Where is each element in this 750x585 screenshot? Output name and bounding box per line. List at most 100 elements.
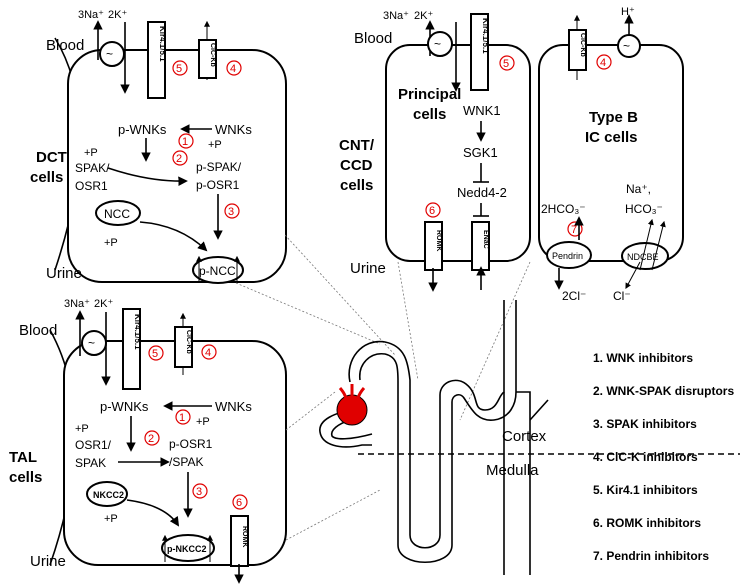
ic-num-4-circle [596,54,612,70]
tal-nkcc2-label: NKCC2 [93,490,124,500]
tal-num-4-circle [201,344,217,360]
dct-p3: +P [104,237,118,249]
tal-pump-symbol: ~ [88,336,95,350]
tal-cell [63,340,287,566]
tal-urine-label: Urine [30,553,66,570]
tal-num-4: 4 [205,347,211,359]
tal-num-1: 1 [179,412,185,424]
cnt-blood-label: Blood [354,30,392,47]
dct-num-4: 4 [230,63,236,75]
ic-hco3-1: 2HCO₃⁻ [541,202,586,216]
principal-label-1: Principal [398,86,461,103]
tal-pspak: /SPAK [169,455,203,469]
legend-item-4: 4. ClC-K inhibitors [593,450,698,464]
ic-ndcbe-arrow-2 [651,220,666,271]
ic-title-1: Type B [589,109,638,126]
connector-ic [459,261,531,421]
ic-num-7: 7 [571,224,577,236]
dct-nak-pump [99,41,125,67]
tal-k-label: 2K⁺ [94,298,113,310]
dct-ncc [95,200,141,226]
ic-cell [538,44,684,262]
collecting-duct-branch [529,399,549,421]
ic-pendrin [546,241,592,269]
cnt-urine-label: Urine [350,260,386,277]
connector-tal-2 [285,489,381,541]
cnt-kir-label: Kir4.1/5.1 [481,18,490,54]
connector-cnt [397,261,419,381]
cnt-label-1: CNT/ [339,137,375,154]
cnt-na-label: 3Na⁺ [383,10,409,22]
cnt-num-6-circle [425,202,441,218]
dct-k-label: 2K⁺ [108,9,127,21]
ic-num-4: 4 [600,57,606,69]
ic-title-2: IC cells [585,129,638,146]
dct-pwnks: p-WNKs [118,122,167,137]
dct-num-1: 1 [182,136,188,148]
cnt-num-5: 5 [503,58,509,70]
tal-spak: SPAK [75,456,106,470]
tal-p1: +P [196,416,210,428]
tubule-outer [348,300,505,549]
legend-item-2: 2. WNK-SPAK disruptors [593,384,734,398]
tal-nkcc2 [86,481,128,507]
tal-wnks: WNKs [215,399,252,414]
dct-spak-arrow [107,167,188,187]
cnt-k-label: 2K⁺ [414,10,433,22]
dct-num-5: 5 [176,63,182,75]
dct-num-1-circle [178,133,194,149]
tal-num-3-circle [192,483,208,499]
ic-clc-label: ClC-Kb [579,33,586,57]
principal-cell [385,44,531,262]
tal-panel: Blood Urine TAL cells 3Na⁺ 2K⁺ ~ Kir4.1/… [9,298,287,584]
dct-kir-channel [147,21,166,99]
nephron-diagram: Cortex Medulla [235,234,740,575]
dct-num-5-circle [172,60,188,76]
dct-panel: Blood Urine DCT cells 3Na⁺ 2K⁺ ~ Kir4.1/… [30,9,287,284]
ic-ndcbe [621,242,669,270]
ic-pump-symbol: ~ [623,39,630,53]
tal-p2: +P [75,423,89,435]
dct-clc-channel [198,39,217,79]
dct-clc-label: ClC-Kb [209,43,216,67]
ic-h-pump [617,34,641,58]
dct-na-label: 3Na⁺ [78,9,104,21]
proximal-loop-inner [330,419,373,440]
tal-cell-label-2: cells [9,469,42,486]
dct-pncc [192,256,244,284]
tal-blood-label: Blood [19,322,57,339]
tal-p3: +P [104,513,118,525]
tal-clc-channel [174,326,193,368]
ic-na: Na⁺, [626,182,651,196]
cnt-wnk1: WNK1 [463,103,501,118]
legend: 1. WNK inhibitors 2. WNK-SPAK disruptors… [593,351,734,563]
medulla-label: Medulla [486,462,539,479]
dct-pump-symbol: ~ [106,47,113,61]
tal-cell-label-1: TAL [9,449,37,466]
cnt-sgk1: SGK1 [463,145,498,160]
tal-num-2-circle [144,430,160,446]
dct-num-2-circle [172,150,188,166]
ic-h-label: H⁺ [621,6,635,18]
cnt-num-5-circle [499,55,515,71]
dct-cell-label-1: DCT [36,149,67,166]
dct-wnks: WNKs [215,122,252,137]
tal-nkcc2-arrow [126,499,180,527]
tal-num-6-circle [232,494,248,510]
dct-num-3-circle [224,203,240,219]
cnt-pump-symbol: ~ [434,37,441,51]
dct-spak2: OSR1 [75,179,108,193]
dct-p2: +P [84,147,98,159]
dct-num-2: 2 [176,153,182,165]
tal-pwnks: p-WNKs [100,399,149,414]
legend-item-6: 6. ROMK inhibitors [593,516,701,530]
dct-pspak2: p-OSR1 [196,178,240,192]
cnt-panel: Blood Urine CNT/ CCD cells 3Na⁺ 2K⁺ ~ Ki… [339,10,531,292]
dct-num-4-circle [226,60,242,76]
cnt-num-6: 6 [429,205,435,217]
collecting-duct-outer [516,391,531,575]
tal-nak-pump [81,330,107,356]
legend-item-3: 3. SPAK inhibitors [593,417,697,431]
tubule-inner [359,300,517,564]
ic-clc-channel [568,29,587,71]
